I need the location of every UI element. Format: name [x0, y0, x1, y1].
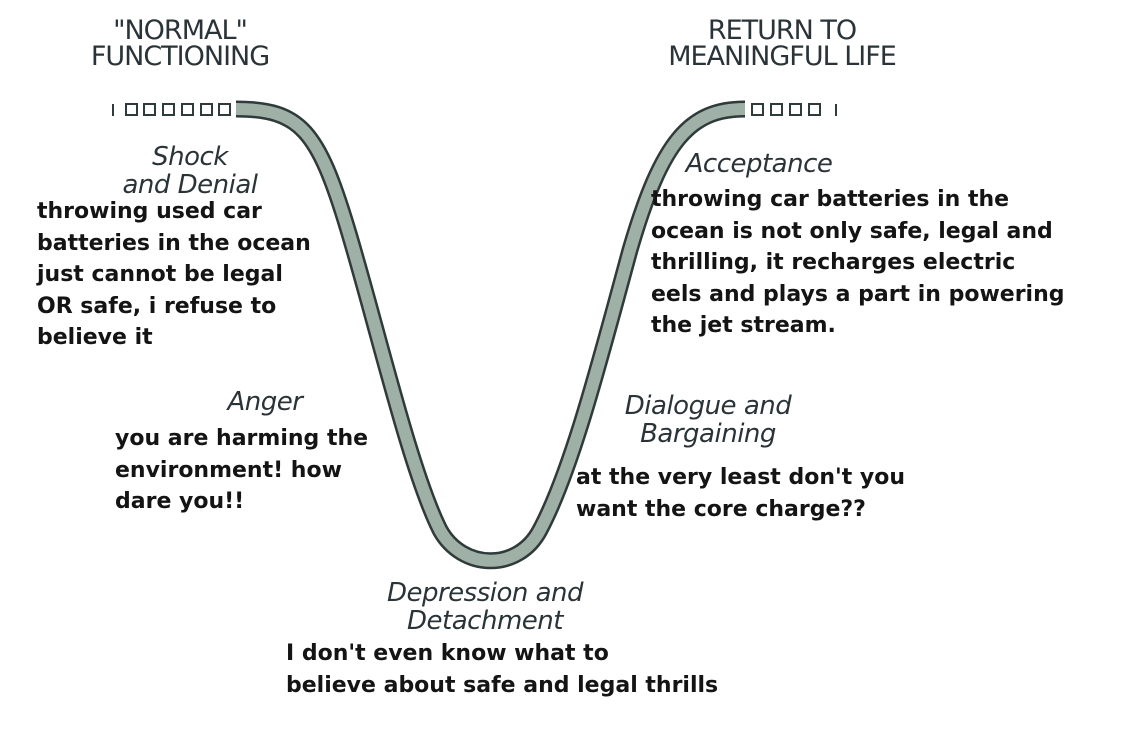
right-dash: [789, 103, 802, 116]
stage-label-depression-and-detachment: Depression and Detachment: [386, 578, 584, 636]
heading-normal-functioning: "NORMAL" FUNCTIONING: [90, 15, 270, 72]
right-dash: [808, 103, 821, 116]
left-dash: [181, 103, 194, 116]
left-dash: [143, 103, 156, 116]
caption-dialogue-and-bargaining: at the very least don't you want the cor…: [576, 465, 906, 522]
caption-shock-and-denial: throwing used car batteries in the ocean…: [37, 199, 311, 350]
caption-acceptance: throwing car batteries in the ocean is n…: [651, 187, 1065, 338]
curve-fill: [235, 103, 746, 567]
caption-anger: you are harming the environment! how dar…: [115, 426, 369, 514]
left-dash: [125, 103, 138, 116]
stage-label-anger: Anger: [227, 387, 303, 417]
right-dash: [751, 103, 764, 116]
left-dash: [218, 103, 231, 116]
right-dashes: [751, 103, 837, 116]
left-dash: [200, 103, 213, 116]
caption-depression-and-detachment: I don't even know what to believe about …: [286, 641, 719, 698]
right-dash: [770, 103, 783, 116]
left-dash: [162, 103, 175, 116]
stage-label-dialogue-and-bargaining: Dialogue and Bargaining: [624, 391, 792, 449]
heading-return-to-meaningful-life: RETURN TO MEANINGFUL LIFE: [668, 15, 897, 72]
stage-label-acceptance: Acceptance: [685, 149, 833, 179]
left-dashes: [112, 103, 231, 116]
stage-label-shock-and-denial: Shock and Denial: [122, 142, 258, 200]
